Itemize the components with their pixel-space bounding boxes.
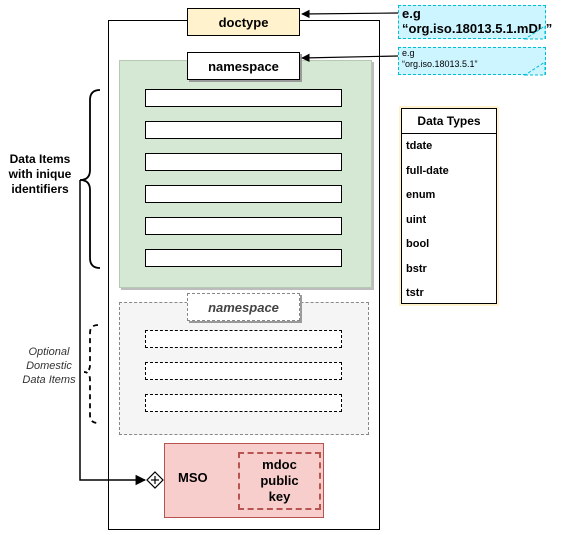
mso-box [164,443,324,518]
namespace-example-callout: e.g “org.iso.18013.5.1” [398,47,546,75]
data-items-annotation: Data Items with inique identifiers [8,152,72,196]
optional-data-item-slot [145,362,342,380]
data-item-slot [145,121,342,139]
optional-data-item-slot [145,394,342,412]
doctype-label: doctype [187,8,300,36]
optional-items-brace [83,324,99,424]
mdoc-public-key: mdoc public key [238,452,321,510]
data-type-item: tdate [406,140,433,153]
data-type-item: bool [406,238,430,251]
data-type-item: uint [406,213,427,226]
data-item-slot [145,89,342,107]
optional-items-annotation: Optional Domestic Data Items [22,346,76,386]
data-items-brace [79,89,101,269]
data-types-title: Data Types [402,109,496,134]
optional-namespace-label: namespace [187,293,300,321]
data-type-item: full-date [406,164,449,177]
namespace-label: namespace [187,52,300,80]
data-type-item: bstr [406,262,427,275]
data-item-slot [145,185,342,203]
mso-label: MSO [178,470,208,485]
data-types-table: Data Types tdate full-date enum uint boo… [401,108,497,304]
namespace-example-prefix: e.g [402,48,415,58]
doctype-example-prefix: e.g [402,6,421,21]
data-type-item: tstr [406,287,424,300]
doctype-callout-arrow [301,9,399,19]
data-item-slot [145,153,342,171]
data-item-slot [145,249,342,267]
namespace-example-value: “org.iso.18013.5.1” [402,59,478,69]
doctype-example-value: “org.iso.18013.5.1.mDL” [402,21,553,36]
data-type-item: enum [406,189,436,202]
doctype-example-callout: e.g “org.iso.18013.5.1.mDL” [398,5,553,39]
optional-data-item-slot [145,330,342,348]
data-item-slot [145,217,342,235]
